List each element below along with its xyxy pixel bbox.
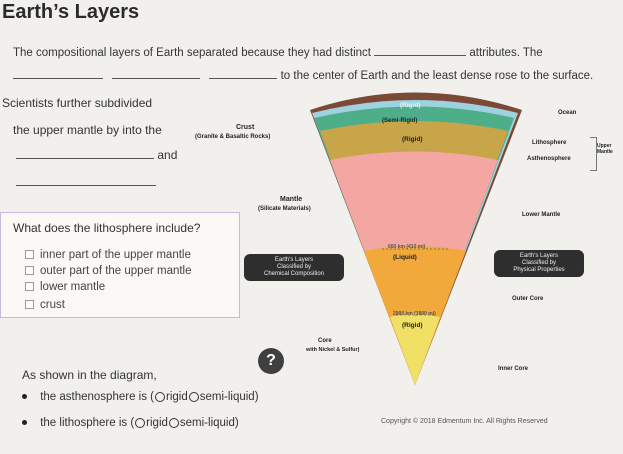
subdiv-line-1: Scientists further subdivided: [2, 96, 153, 110]
diagram-lead: As shown in the diagram,: [22, 368, 157, 382]
bullet-icon: [22, 394, 27, 400]
inner-core-label: Inner Core: [498, 366, 529, 372]
page-title: Earth’s Layers: [2, 1, 140, 23]
bullet-icon: [22, 420, 27, 426]
core-sub-label: with Nickel & Sulfur): [306, 347, 360, 353]
rigid-label-1: (Rigid): [400, 102, 421, 109]
outer-core-label: Outer Core: [512, 296, 544, 302]
question-title: What does the lithosphere include?: [13, 221, 201, 235]
upper-mantle-bracket: [590, 137, 597, 171]
option-outer-upper-mantle[interactable]: outer part of the upper mantle: [25, 265, 192, 277]
mantle-sub-label: (Silicate Materials): [258, 206, 311, 212]
copyright-text: Copyright © 2018 Edmentum Inc. All Right…: [381, 418, 548, 425]
liquid-label: (Liquid): [393, 254, 417, 261]
ocean-label: Ocean: [558, 110, 577, 116]
physical-properties-pill: Earth's Layers Classified by Physical Pr…: [494, 250, 584, 277]
intro-text-a: The compositional layers of Earth separa…: [13, 47, 371, 59]
checkbox-icon[interactable]: [25, 282, 34, 292]
depth-660: 660 km (410 mi): [388, 244, 426, 250]
lithosphere-label: Lithosphere: [532, 140, 567, 146]
composition-pill: Earth's Layers Classified by Chemical Co…: [244, 254, 344, 281]
subdiv-line-4: [16, 173, 156, 191]
intro-line-2: to the center of Earth and the least den…: [13, 68, 593, 82]
lithosphere-question-box: What does the lithosphere include? inner…: [0, 212, 240, 318]
rigid-label-3: (Rigid): [402, 322, 423, 329]
crust-label: Crust: [236, 124, 255, 131]
radio-rigid-asthenosphere[interactable]: [155, 391, 165, 402]
option-inner-upper-mantle[interactable]: inner part of the upper mantle: [25, 249, 191, 261]
mantle-label: Mantle: [280, 196, 303, 203]
inner-core-layer: [390, 314, 440, 385]
blank-subdiv-2[interactable]: [16, 175, 156, 186]
core-label: Core: [318, 338, 332, 344]
blank-subdiv-1[interactable]: [16, 148, 154, 159]
radio-rigid-lithosphere[interactable]: [135, 417, 146, 428]
radio-semi-liquid-asthenosphere[interactable]: [188, 391, 199, 402]
earth-layers-diagram: [310, 92, 522, 385]
blank-3[interactable]: [209, 68, 278, 79]
subdiv-line-3: and: [16, 148, 177, 162]
checkbox-icon[interactable]: [25, 300, 34, 310]
depth-2900: 2900 km (1800 mi): [393, 311, 436, 317]
radio-semi-liquid-lithosphere[interactable]: [168, 417, 179, 428]
subdiv-and: and: [157, 148, 178, 162]
semi-rigid-label: (Semi-Rigid): [382, 118, 418, 124]
rigid-label-2: (Rigid): [402, 136, 423, 143]
blank-2[interactable]: [112, 68, 201, 79]
intro-text-c: to the center of Earth and the least den…: [280, 70, 594, 82]
asthenosphere-label: Asthenosphere: [527, 156, 571, 162]
blank-attributes[interactable]: [374, 45, 467, 56]
intro-text-b: attributes. The: [469, 47, 543, 59]
checkbox-icon[interactable]: [25, 250, 34, 260]
intro-line-1: The compositional layers of Earth separa…: [13, 45, 543, 59]
lower-mantle-label: Lower Mantle: [522, 212, 561, 218]
crust-sub-label: (Granite & Basaltic Rocks): [195, 134, 271, 140]
question-mark-icon[interactable]: ?: [258, 348, 284, 374]
blank-1[interactable]: [13, 68, 103, 79]
option-crust[interactable]: crust: [25, 299, 65, 311]
checkbox-icon[interactable]: [25, 266, 34, 276]
subdiv-line-2: the upper mantle by into the: [13, 123, 162, 137]
upper-mantle-label: Upper Mantle: [597, 143, 613, 155]
option-lower-mantle[interactable]: lower mantle: [25, 281, 105, 293]
